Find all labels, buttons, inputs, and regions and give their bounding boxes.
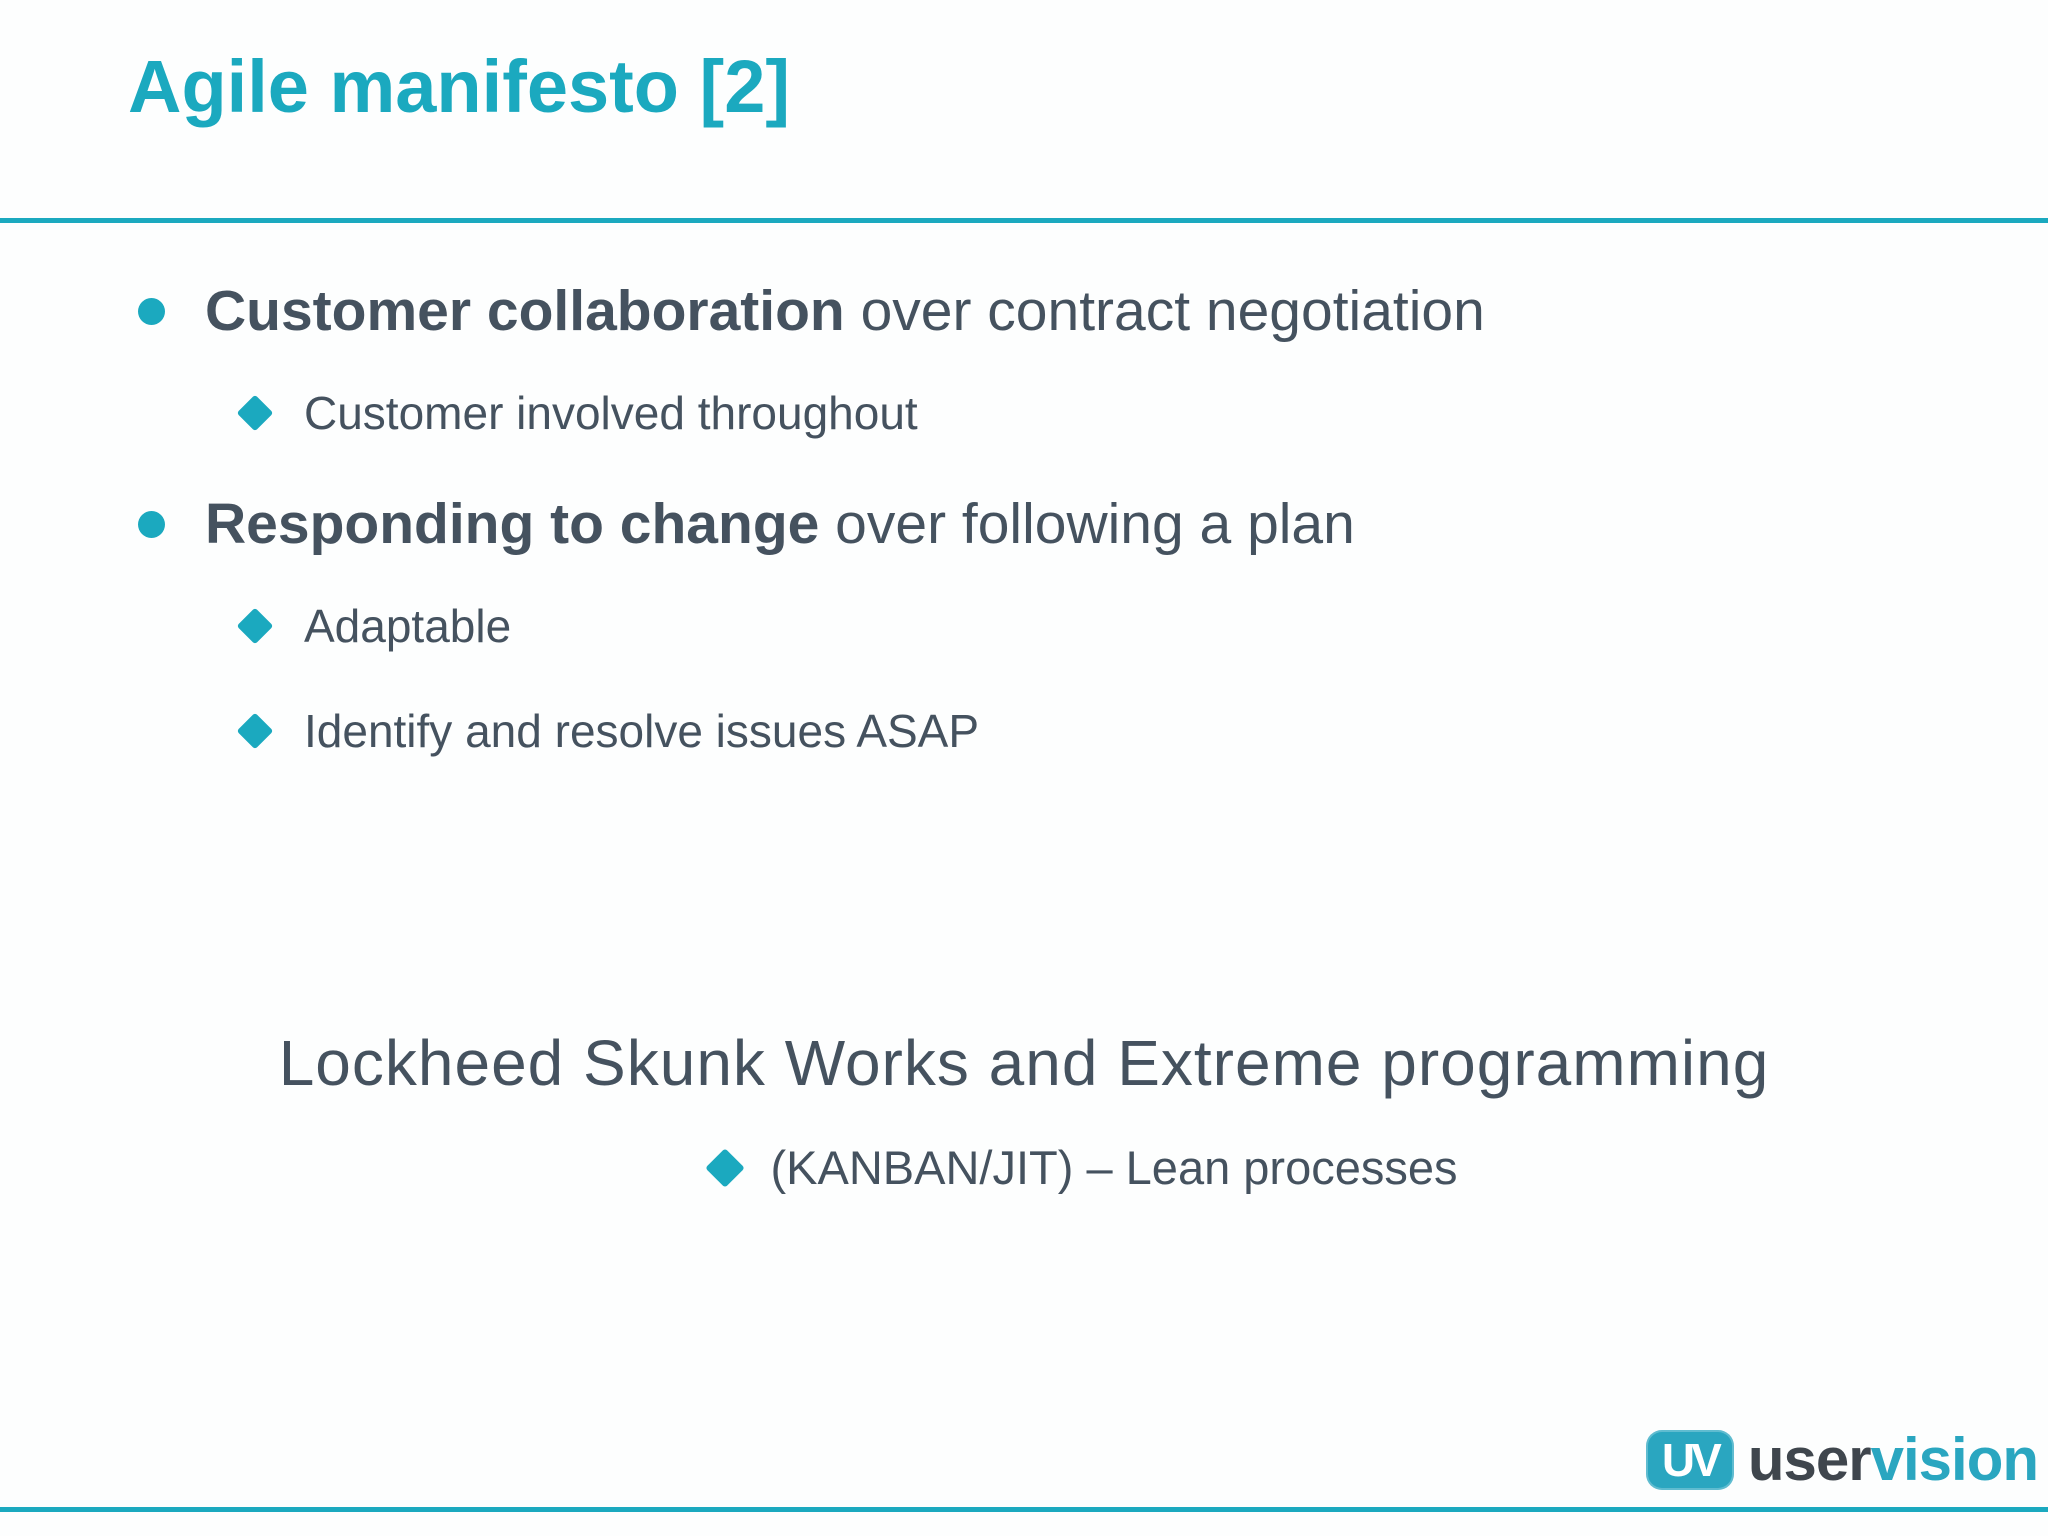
sub-bullet-item-2-text: Adaptable [304,600,512,652]
uservision-logo: UV user vision [1645,1425,2039,1494]
diamond-bullet-icon [236,607,274,645]
bullet-item-2: Responding to change over following a pl… [138,488,2048,560]
logo-text-user: user [1747,1426,1872,1493]
sub-bullet-item-3: Identify and resolve issues ASAP [236,701,2048,761]
bullet-item-1-rest: over contract negotiation [844,279,1485,343]
circle-bullet-icon [138,297,165,325]
circle-bullet-icon [138,510,165,538]
slide-title: Agile manifesto [2] [128,45,790,128]
title-divider-line [0,218,2048,223]
sub-bullet-item-1-text: Customer involved throughout [304,387,918,439]
bullet-item-2-rest: over following a plan [819,492,1355,556]
bullet-list: Customer collaboration over contract neg… [0,275,2048,806]
diamond-bullet-icon [236,394,274,432]
sub-bullet-item-1: Customer involved throughout [236,383,2048,443]
diamond-bullet-icon [236,712,274,750]
sub-bullet-item-3-text: Identify and resolve issues ASAP [304,705,980,757]
bullet-item-1: Customer collaboration over contract neg… [138,275,2048,347]
sub-bullet-item-2: Adaptable [236,596,2048,656]
bullet-item-1-bold: Customer collaboration [205,279,845,343]
statement-text: Lockheed Skunk Works and Extreme program… [278,1027,1770,1099]
bullet-item-2-text: Responding to change over following a pl… [205,491,1355,557]
diamond-bullet-icon [704,1147,745,1188]
bullet-item-1-text: Customer collaboration over contract neg… [205,278,1485,344]
logo-text-vision: vision [1870,1426,2039,1493]
statement-sub-text: (KANBAN/JIT) – Lean processes [770,1141,1458,1194]
uv-badge-icon: UV [1645,1429,1734,1490]
bullet-item-2-bold: Responding to change [205,492,820,556]
statement-sub-bullet: (KANBAN/JIT) – Lean processes [60,1140,2048,1195]
footer-divider-line [0,1507,2048,1512]
